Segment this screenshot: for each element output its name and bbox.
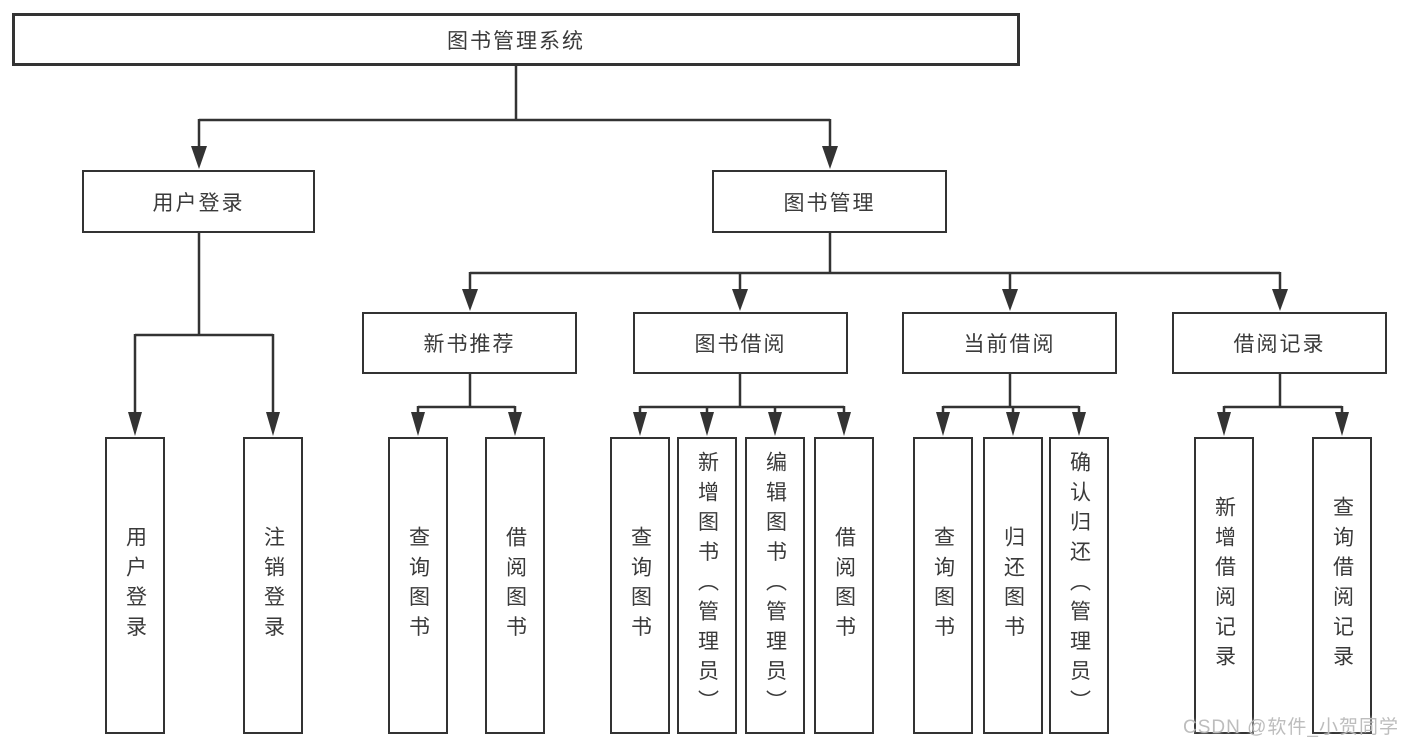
node-leaf-user-login: 用户登录 bbox=[105, 437, 165, 734]
node-root-system-label: 图书管理系统 bbox=[447, 29, 585, 53]
node-current-borrowing-label: 当前借阅 bbox=[963, 333, 1056, 356]
node-leaf-recommend-borrow-books: 借阅图书 bbox=[485, 437, 545, 734]
node-leaf-edit-books-admin-label: 编辑图书（管理员） bbox=[763, 451, 787, 720]
node-leaf-logout-label: 注销登录 bbox=[261, 525, 285, 646]
node-leaf-return-books-label: 归还图书 bbox=[1001, 525, 1025, 646]
node-leaf-borrowing-borrow-books: 借阅图书 bbox=[814, 437, 874, 734]
node-leaf-logout: 注销登录 bbox=[243, 437, 303, 734]
node-new-book-recommendation: 新书推荐 bbox=[362, 312, 577, 374]
node-leaf-user-login-label: 用户登录 bbox=[123, 525, 147, 646]
node-leaf-confirm-return-admin-label: 确认归还（管理员） bbox=[1067, 451, 1091, 720]
node-new-book-recommendation-label: 新书推荐 bbox=[423, 333, 516, 356]
node-book-borrowing: 图书借阅 bbox=[633, 312, 848, 374]
node-borrowing-records-label: 借阅记录 bbox=[1233, 333, 1326, 356]
node-leaf-current-query-books: 查询图书 bbox=[913, 437, 973, 734]
node-leaf-add-books-admin: 新增图书（管理员） bbox=[677, 437, 737, 734]
node-leaf-current-query-books-label: 查询图书 bbox=[931, 525, 955, 646]
node-book-management-branch-label: 图书管理 bbox=[783, 191, 876, 215]
node-leaf-recommend-borrow-books-label: 借阅图书 bbox=[503, 525, 527, 646]
node-borrowing-records: 借阅记录 bbox=[1172, 312, 1387, 374]
watermark: CSDN @软件_小贺同学 bbox=[1183, 717, 1399, 738]
node-leaf-borrowing-borrow-books-label: 借阅图书 bbox=[832, 525, 856, 646]
arrowheads bbox=[128, 146, 1349, 436]
node-leaf-borrowing-query-books-label: 查询图书 bbox=[628, 525, 652, 646]
node-user-login-branch: 用户登录 bbox=[82, 170, 315, 233]
node-current-borrowing: 当前借阅 bbox=[902, 312, 1117, 374]
node-leaf-add-borrow-record: 新增借阅记录 bbox=[1194, 437, 1254, 734]
node-leaf-add-borrow-record-label: 新增借阅记录 bbox=[1212, 496, 1236, 675]
node-book-management-branch: 图书管理 bbox=[712, 170, 947, 233]
node-user-login-branch-label: 用户登录 bbox=[152, 191, 245, 215]
node-leaf-recommend-query-books-label: 查询图书 bbox=[406, 525, 430, 646]
node-leaf-add-books-admin-label: 新增图书（管理员） bbox=[695, 451, 719, 720]
connector-segments bbox=[133, 66, 1344, 415]
node-leaf-borrowing-query-books: 查询图书 bbox=[610, 437, 670, 734]
node-leaf-edit-books-admin: 编辑图书（管理员） bbox=[745, 437, 805, 734]
node-leaf-recommend-query-books: 查询图书 bbox=[388, 437, 448, 734]
node-leaf-query-borrow-record: 查询借阅记录 bbox=[1312, 437, 1372, 734]
node-leaf-query-borrow-record-label: 查询借阅记录 bbox=[1330, 496, 1354, 675]
node-leaf-return-books: 归还图书 bbox=[983, 437, 1043, 734]
node-root-system: 图书管理系统 bbox=[12, 13, 1020, 66]
node-book-borrowing-label: 图书借阅 bbox=[694, 333, 787, 356]
node-leaf-confirm-return-admin: 确认归还（管理员） bbox=[1049, 437, 1109, 734]
